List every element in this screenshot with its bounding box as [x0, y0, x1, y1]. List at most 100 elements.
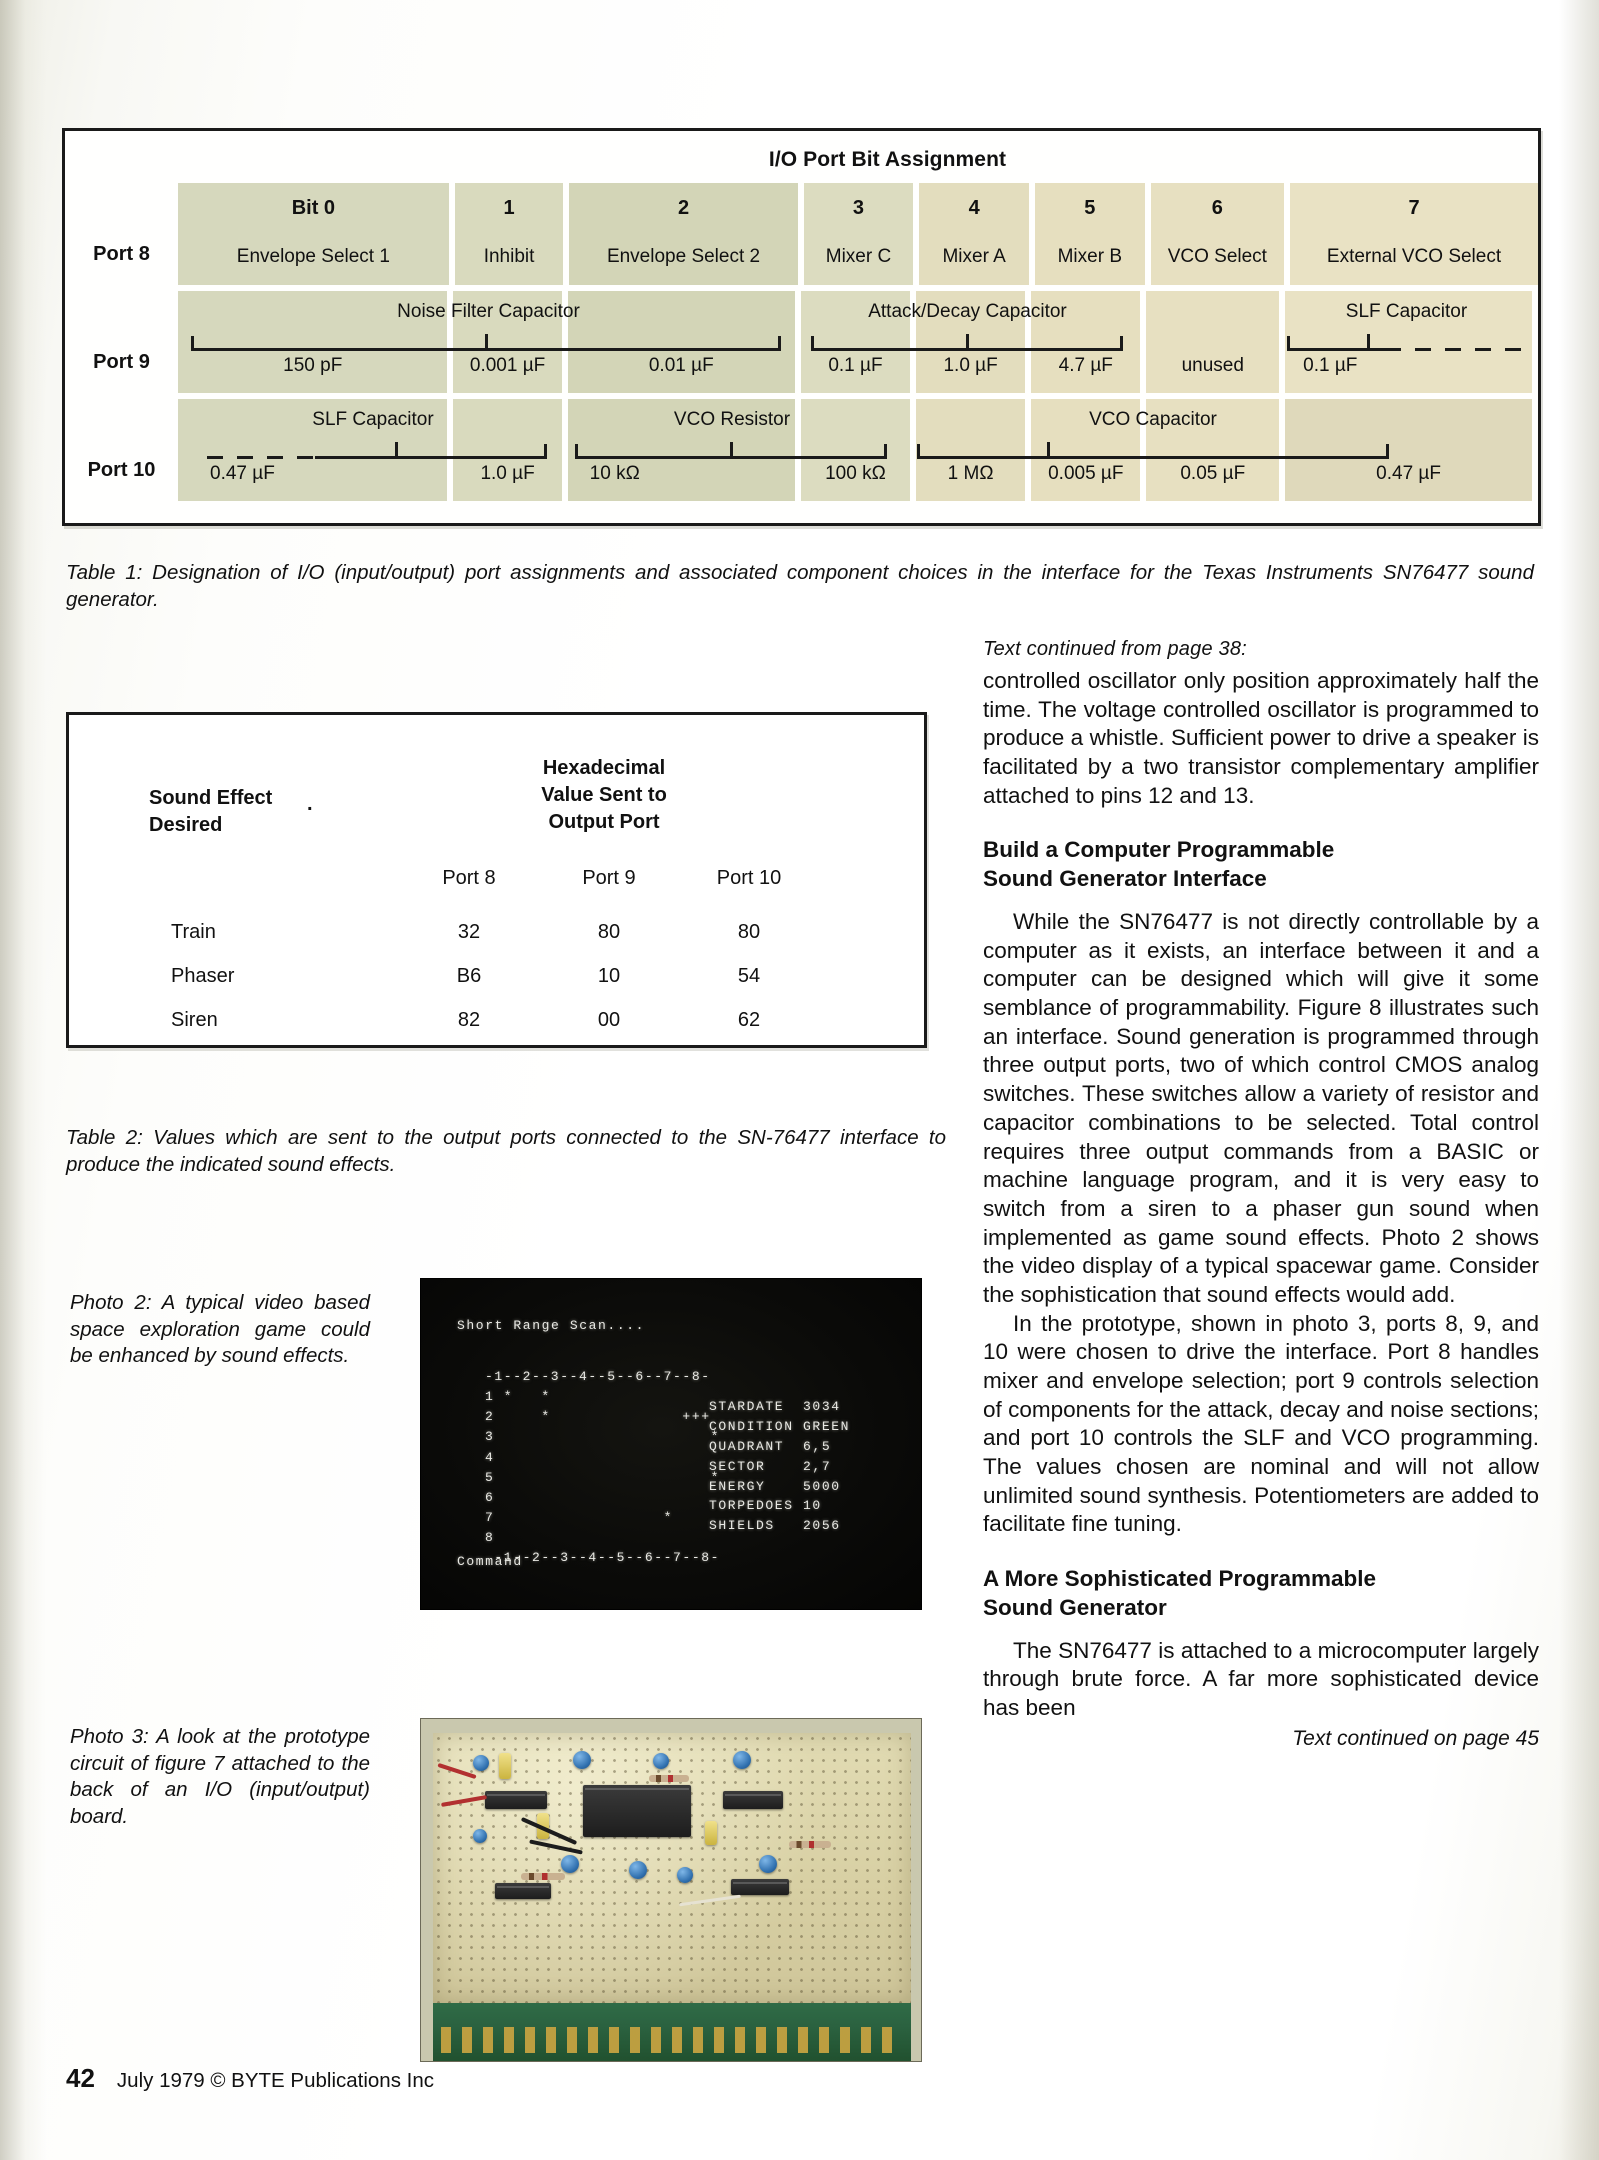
- bit-number-1: 1: [503, 197, 515, 219]
- photo-2-video-display: Short Range Scan.... -1--2--3--4--5--6--…: [420, 1278, 922, 1610]
- value-0-001uf: 0.001 µF: [469, 355, 546, 376]
- bit-number-2: 2: [677, 197, 690, 219]
- bit-label-6: VCO Select: [1167, 246, 1267, 267]
- cell-port8-bit7: 7 External VCO Select: [1290, 183, 1539, 285]
- table-row: Train 32 80 80: [129, 921, 819, 944]
- capacitor: [473, 1755, 489, 1771]
- crt-status-panel: STARDATE 3034 CONDITION GREEN QUADRANT 6…: [709, 1399, 851, 1534]
- value-0-01uf: 0.01 µF: [648, 355, 714, 376]
- bit-label-0: Envelope Select 1: [236, 246, 390, 267]
- crt-title-text: Short Range Scan....: [457, 1318, 646, 1333]
- value-slf-0-1uf: 0.1 µF: [1303, 355, 1358, 376]
- integrated-circuit: [723, 1791, 783, 1809]
- group-label-noise-filter-capacitor: Noise Filter Capacitor: [397, 301, 580, 322]
- bit-label-5: Mixer B: [1057, 246, 1123, 267]
- group-label-vco-capacitor: VCO Capacitor: [1089, 409, 1217, 430]
- bit-number-4: 4: [968, 197, 980, 219]
- group-label-attack-decay-capacitor: Attack/Decay Capacitor: [868, 301, 1067, 322]
- sound-effect-name: Siren: [171, 1009, 218, 1031]
- row-label-port-9: Port 9: [93, 351, 150, 373]
- crt-screen: [421, 1279, 921, 1609]
- row-label-port-8: Port 8: [93, 243, 150, 265]
- value-10kohm: 10 kΩ: [589, 463, 640, 484]
- resistor: [521, 1873, 565, 1880]
- cell-port10-vcocap-005uf: 0.05 µF: [1146, 399, 1280, 501]
- cell-port8-bit2: 2 Envelope Select 2: [569, 183, 798, 285]
- value-port-8: B6: [456, 965, 482, 987]
- value-4-7uf: 4.7 µF: [1058, 355, 1113, 376]
- cell-port10-vcores-100k: 100 kΩ: [800, 399, 911, 501]
- table-2-port-column-headers: Port 8 Port 9 Port 10: [399, 867, 819, 890]
- article-paragraph-2: While the SN76477 is not directly contro…: [983, 909, 1539, 1307]
- header-hex-line2: Value Sent to: [541, 784, 667, 806]
- group-label-slf-capacitor-port10: SLF Capacitor: [312, 409, 434, 430]
- bit-label-4: Mixer A: [942, 246, 1006, 267]
- cell-port10-vcores-1m: 1 MΩ: [916, 399, 1026, 501]
- page-number: 42: [66, 2063, 95, 2093]
- value-port-9: 80: [597, 921, 621, 943]
- capacitor: [473, 1829, 487, 1843]
- value-slf-0-47uf: 0.47 µF: [210, 463, 275, 484]
- value-vco-0-47uf: 0.47 µF: [1376, 463, 1441, 484]
- resistor: [649, 1775, 689, 1782]
- sound-effect-name: Phaser: [171, 965, 235, 987]
- board-edge-connector: [433, 2003, 911, 2061]
- cell-port8-bit0: Bit 0 Envelope Select 1: [178, 183, 449, 285]
- header-sound-effect-line1: Sound Effect: [149, 787, 273, 809]
- integrated-circuit: [485, 1791, 547, 1809]
- cell-port9-unused: unused: [1146, 291, 1280, 393]
- cell-port8-bit3: 3 Mixer C: [803, 183, 914, 285]
- bit-number-0: Bit 0: [291, 197, 336, 219]
- article-heading-2: A More Sophisticated Programmable Sound …: [983, 1565, 1539, 1623]
- bit-number-3: 3: [852, 197, 865, 219]
- article-heading-1: Build a Computer Programmable Sound Gene…: [983, 836, 1539, 894]
- heading-2-line-2: Sound Generator: [983, 1594, 1167, 1620]
- bit-label-2: Envelope Select 2: [606, 246, 761, 267]
- heading-2-line-1: A More Sophisticated Programmable: [983, 1566, 1377, 1592]
- sound-effect-name: Train: [171, 921, 216, 943]
- crt-command-prompt: Command: [457, 1554, 523, 1569]
- table-2-caption: Table 2: Values which are sent to the ou…: [66, 1126, 946, 1176]
- bit-label-3: Mixer C: [825, 246, 892, 267]
- table-2-header-sound-effect: Sound Effect Desired: [149, 785, 272, 839]
- table-row-port-10: Port 10 0.47 µF 1.0 µF 10 kΩ 100 kΩ 1 MΩ: [65, 399, 1538, 501]
- page-footer: 42 July 1979 © BYTE Publications Inc: [66, 2063, 434, 2094]
- integrated-circuit: [731, 1879, 789, 1895]
- bit-label-7: External VCO Select: [1326, 246, 1502, 267]
- article-paragraph-3: In the prototype, shown in photo 3, port…: [983, 1310, 1539, 1537]
- table-row-port-9: Port 9 150 pF 0.001 µF 0.01 µF 0.1 µF 1.…: [65, 291, 1538, 393]
- value-port-8: 32: [457, 921, 481, 943]
- header-hex-line1: Hexadecimal: [542, 757, 666, 779]
- photo-3-caption: Photo 3: A look at the prototype circuit…: [70, 1725, 370, 1828]
- value-100kohm: 100 kΩ: [825, 463, 886, 484]
- article-paragraph-1: controlled oscillator only position appr…: [983, 668, 1539, 808]
- value-1mohm: 1 MΩ: [947, 463, 994, 484]
- value-150pf: 150 pF: [283, 355, 343, 376]
- value-unused: unused: [1181, 355, 1244, 376]
- cell-port9-slf-01uf: 0.1 µF: [1285, 291, 1533, 393]
- value-slf-1-0uf: 1.0 µF: [480, 463, 535, 484]
- value-port-10: 54: [737, 965, 761, 987]
- value-0-005uf: 0.005 µF: [1048, 463, 1124, 484]
- integrated-circuit: [495, 1883, 551, 1899]
- value-port-10: 80: [737, 921, 761, 943]
- cell-port9-attack-01uf: 0.1 µF: [800, 291, 911, 393]
- value-0-1uf: 0.1 µF: [828, 355, 883, 376]
- cell-port9-noisefilter-0001uf: 0.001 µF: [453, 291, 562, 393]
- table-1-io-port-bit-assignment: I/O Port Bit Assignment Port 8 Bit 0 Env…: [62, 128, 1541, 526]
- cell-port9-attack-47uf: 4.7 µF: [1031, 291, 1141, 393]
- table-1-caption: Table 1: Designation of I/O (input/outpu…: [66, 561, 1534, 611]
- table-1-title: I/O Port Bit Assignment: [768, 148, 1007, 171]
- photo-3-prototype-circuit: [420, 1718, 922, 2062]
- cell-port9-attack-10uf: 1.0 µF: [916, 291, 1026, 393]
- capacitor: [677, 1867, 693, 1883]
- value-0-05uf: 0.05 µF: [1180, 463, 1246, 484]
- film-capacitor: [499, 1753, 511, 1779]
- crt-scan-grid: -1--2--3--4--5--6--7--8- 1 * * 2 * +++ 3…: [485, 1369, 721, 1566]
- resistor: [789, 1841, 831, 1848]
- integrated-circuit-sn76477: [583, 1785, 691, 1837]
- bit-label-1: Inhibit: [483, 246, 535, 267]
- column-header-port-10: Port 10: [716, 867, 782, 889]
- cell-port10-slf-10uf: 1.0 µF: [453, 399, 562, 501]
